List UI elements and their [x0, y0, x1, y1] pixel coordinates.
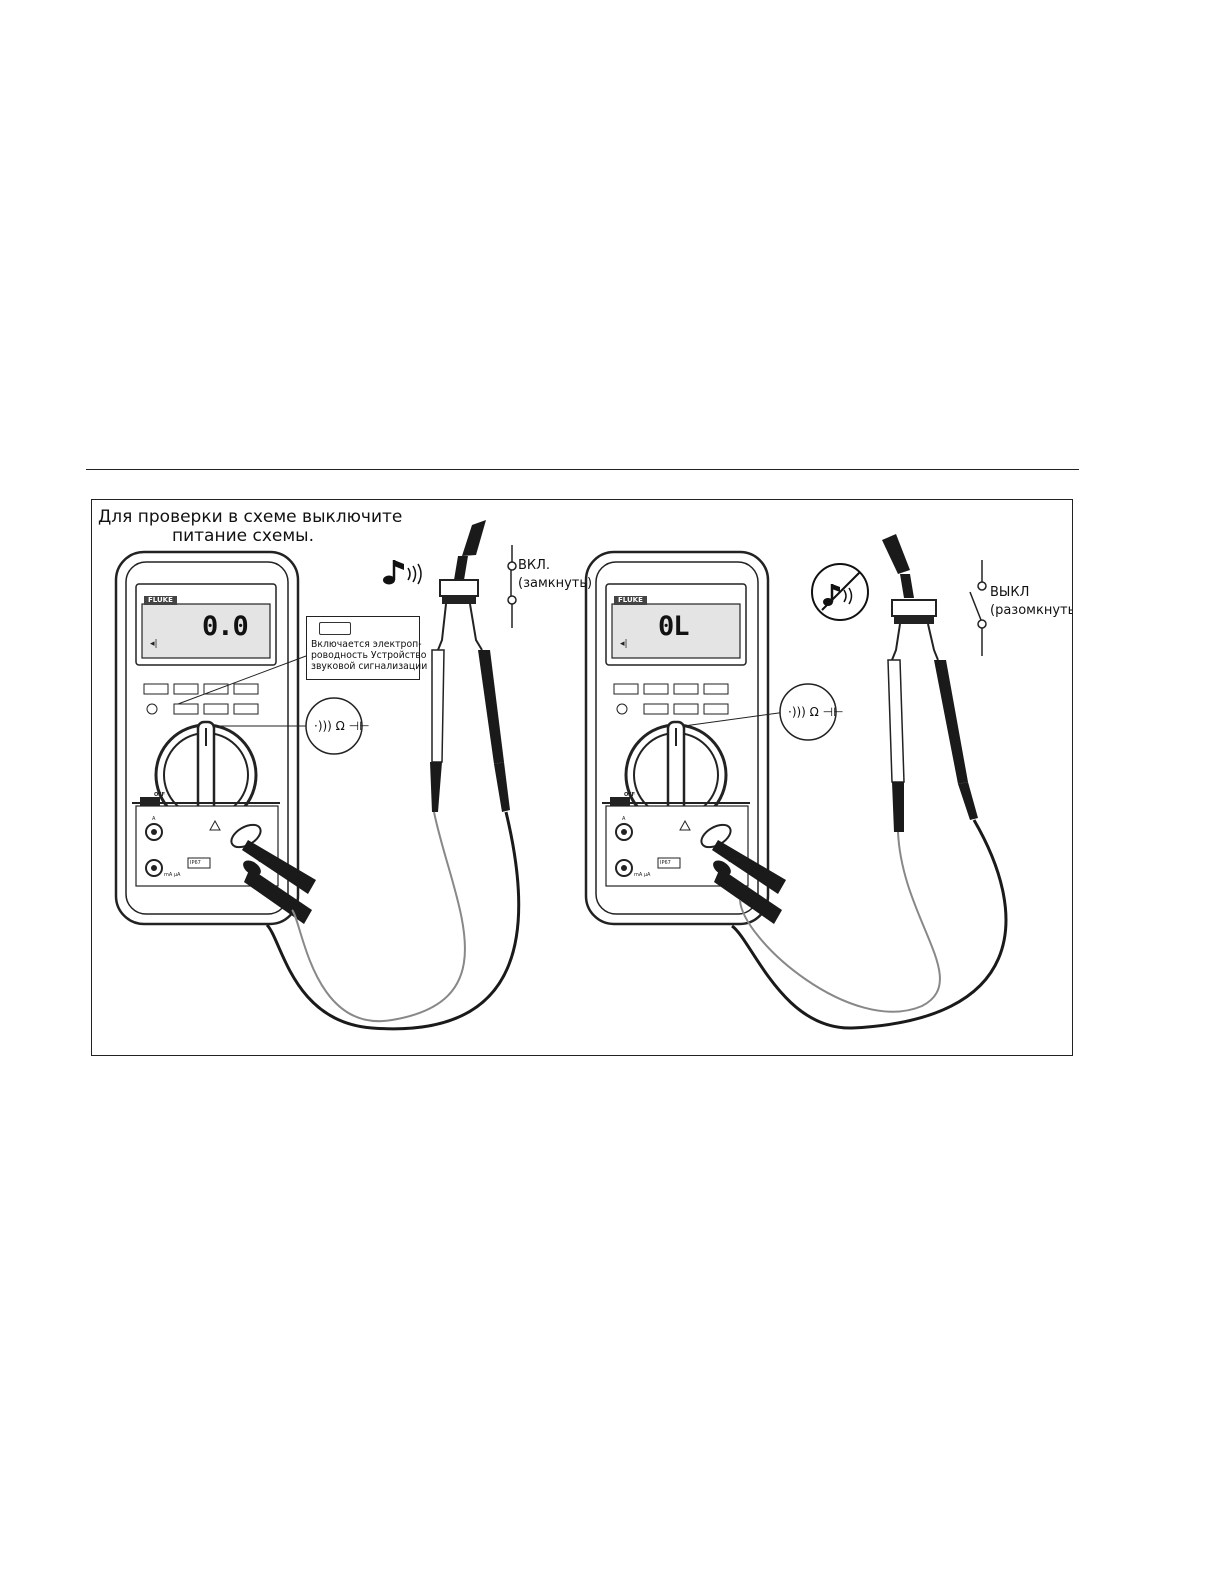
continuity-test-figure: Для проверки в схеме выключите питание с…	[91, 499, 1073, 1056]
switch-open	[731, 534, 1008, 1030]
music-note-sound-icon	[383, 560, 422, 585]
left-display-reading: 0.0	[202, 611, 249, 642]
right-port-a-label: A	[622, 816, 626, 822]
figure-caption: Для проверки в схеме выключите питание с…	[98, 507, 403, 546]
dial-zoom-left	[305, 697, 363, 755]
callout-line-3: звуковой сигнализации	[311, 661, 428, 672]
right-rating-label: IP67	[660, 860, 671, 866]
switch-off-action-label: (разомкнуть)	[990, 603, 1073, 618]
right-port-ma-label: mA µA	[634, 872, 651, 878]
switch-on-action-label: (замкнуть)	[518, 576, 593, 591]
svg-text:◂|: ◂|	[620, 639, 628, 649]
section-divider	[86, 469, 1079, 470]
right-off-label: OFF	[624, 792, 636, 798]
left-com-label: COM	[258, 858, 270, 864]
left-rating-label: IP67	[190, 860, 201, 866]
dial-symbols-right: ·))) Ω ⊣⊢	[788, 705, 844, 719]
left-off-label: OFF	[154, 792, 166, 798]
illustration: ◂|	[114, 520, 1008, 1031]
switch-off-state-label: ВЫКЛ	[990, 585, 1030, 600]
switch-on-state-label: ВКЛ.	[518, 558, 551, 573]
right-display-reading: 0L	[658, 611, 690, 642]
left-multimeter: ◂|	[114, 550, 316, 926]
right-com-label: COM	[728, 858, 740, 864]
dial-symbols-left: ·))) Ω ⊣⊢	[314, 719, 370, 733]
switch-closed	[265, 520, 521, 1031]
beeper-indicator-icon	[319, 622, 351, 635]
left-brand-label: FLUKE	[144, 596, 177, 605]
continuity-callout: Включается электроп- роводность Устройст…	[306, 616, 428, 680]
right-brand-label: FLUKE	[614, 596, 647, 605]
left-port-a-label: A	[152, 816, 156, 822]
svg-text:◂|: ◂|	[150, 639, 158, 649]
muted-note-icon	[811, 563, 869, 621]
right-multimeter: ◂|	[584, 550, 786, 926]
callout-line-1: Включается электроп-	[311, 639, 422, 650]
dial-zoom-right	[779, 683, 837, 741]
callout-line-2: роводность Устройство	[311, 650, 427, 661]
caption-line-1: Для проверки в схеме выключите	[98, 507, 403, 527]
caption-line-2: питание схемы.	[171, 526, 315, 546]
left-port-ma-label: mA µA	[164, 872, 181, 878]
